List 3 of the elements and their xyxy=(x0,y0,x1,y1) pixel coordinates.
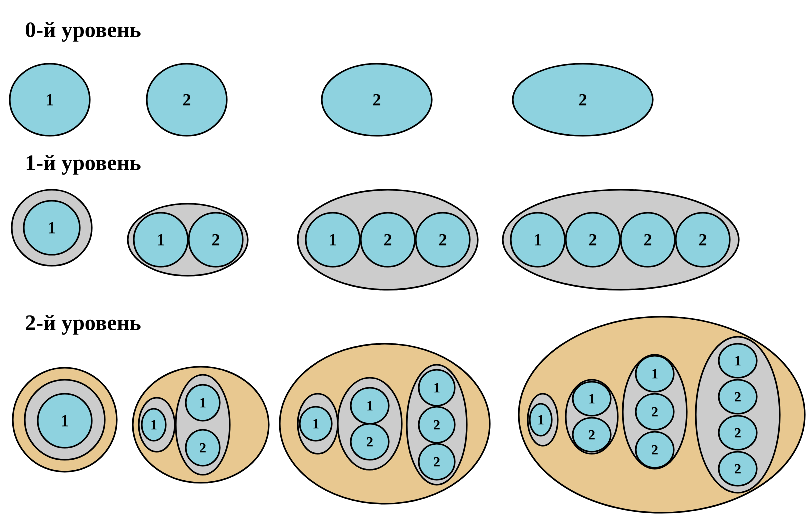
level-heading: 0-й уровень xyxy=(26,22,141,42)
level-heading: 2-й уровень xyxy=(26,315,141,335)
level-heading: 1-й уровень xyxy=(26,155,141,175)
